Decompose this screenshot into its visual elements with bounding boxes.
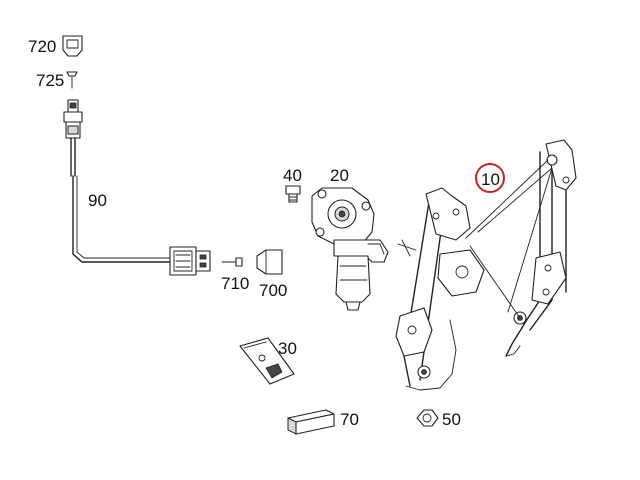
part-50-nut[interactable] bbox=[416, 409, 439, 427]
callout-30: 30 bbox=[278, 339, 297, 358]
part-725-pin[interactable] bbox=[66, 71, 78, 89]
callout-40: 40 bbox=[283, 166, 302, 185]
part-700-plug[interactable] bbox=[256, 249, 283, 275]
part-720-connector-cap[interactable] bbox=[62, 35, 83, 57]
part-30-bracket[interactable] bbox=[239, 337, 295, 385]
callout-20: 20 bbox=[330, 166, 349, 185]
callout-720: 720 bbox=[28, 37, 56, 56]
callout-50: 50 bbox=[442, 410, 461, 429]
callout-90: 90 bbox=[88, 191, 107, 210]
callout-10: 10 bbox=[481, 170, 500, 189]
callout-700: 700 bbox=[259, 281, 287, 300]
part-70-pad[interactable] bbox=[287, 409, 335, 435]
part-10-window-regulator[interactable] bbox=[395, 139, 577, 391]
callout-725: 725 bbox=[36, 71, 64, 90]
callout-710: 710 bbox=[221, 274, 249, 293]
part-710-pin[interactable] bbox=[221, 257, 243, 267]
callout-10-highlight[interactable]: 10 bbox=[475, 163, 505, 193]
callout-70: 70 bbox=[340, 410, 359, 429]
part-20-window-motor[interactable] bbox=[311, 187, 389, 311]
part-90-wiring-harness[interactable] bbox=[63, 99, 211, 276]
part-40-bolt[interactable] bbox=[285, 185, 301, 203]
